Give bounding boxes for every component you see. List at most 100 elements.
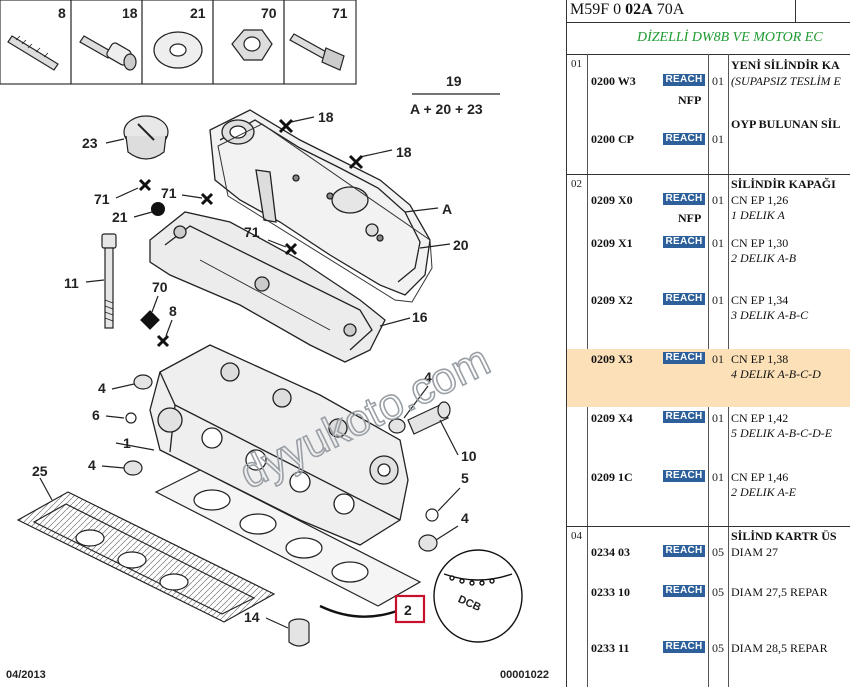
header-separator xyxy=(795,0,796,22)
label-71-b: 71 xyxy=(161,185,177,201)
label-2: 2 xyxy=(404,602,412,618)
group-description: SİLİND KARTR ÜS xyxy=(731,529,837,543)
part-reference[interactable]: 0234 03 xyxy=(591,545,630,559)
label-71-top: 71 xyxy=(332,5,348,21)
diagram-doc-number: 00001022 xyxy=(500,669,549,681)
label-1: 1 xyxy=(123,435,131,451)
label-11: 11 xyxy=(64,275,79,291)
label-4-a: 4 xyxy=(98,380,106,396)
part-description: DIAM 28,5 REPAR xyxy=(731,641,828,655)
parts-diagram: 8 18 21 70 71 19 A + 20 + 23 23 18 18 A … xyxy=(0,0,549,681)
quantity: 01 xyxy=(712,470,724,484)
reach-badge: REACH xyxy=(663,411,705,423)
sealing-plugs xyxy=(123,374,451,552)
exploded-view-drawing: 8 18 21 70 71 19 A + 20 + 23 23 18 18 A … xyxy=(0,0,549,681)
reach-badge: REACH xyxy=(663,641,705,653)
part-description: DIAM 27,5 REPAR xyxy=(731,585,828,599)
cover-gasket xyxy=(217,123,433,303)
washer-icon xyxy=(153,31,203,69)
label-19: 19 xyxy=(446,73,462,89)
part-reference[interactable]: 0209 X4 xyxy=(591,411,633,425)
long-bolt xyxy=(101,233,117,329)
label-70-top: 70 xyxy=(261,5,277,21)
catalog-code-bold: 02A xyxy=(625,1,653,18)
part-reference[interactable]: 0200 W3 xyxy=(591,74,636,88)
part-reference[interactable]: 0209 X1 xyxy=(591,236,633,250)
label-4-c: 4 xyxy=(424,369,432,385)
diagram-date: 04/2013 xyxy=(6,669,46,681)
quantity: 01 xyxy=(712,236,724,250)
part-2-highlight-box[interactable] xyxy=(394,594,426,624)
part-description: OYP BULUNAN SİL xyxy=(731,117,841,131)
quantity: 05 xyxy=(712,545,724,559)
cylinder-head-block xyxy=(149,344,409,546)
label-71-a: 71 xyxy=(94,191,110,207)
part-reference-selected[interactable]: 0209 X3 xyxy=(591,352,633,366)
label-8-b: 8 xyxy=(169,303,177,319)
group-number: 01 xyxy=(571,58,582,70)
quantity: 01 xyxy=(712,352,724,366)
label-21-top: 21 xyxy=(190,5,206,21)
quantity: 01 xyxy=(712,132,724,146)
label-6: 6 xyxy=(92,407,100,423)
reach-badge: REACH xyxy=(663,293,705,305)
label-14: 14 xyxy=(244,609,260,625)
reach-badge: REACH xyxy=(663,74,705,86)
reach-badge: REACH xyxy=(663,470,705,482)
label-23: 23 xyxy=(82,135,98,151)
group-number: 04 xyxy=(571,530,582,542)
label-10: 10 xyxy=(461,448,477,464)
group-separator xyxy=(567,174,850,175)
selected-row-highlight xyxy=(567,349,850,407)
part-description: DIAM 27 xyxy=(731,545,778,559)
bolt-sleeve-icon xyxy=(79,35,137,71)
quantity: 01 xyxy=(712,411,724,425)
label-5: 5 xyxy=(461,470,469,486)
label-19-formula: A + 20 + 23 xyxy=(410,101,483,117)
part-description: CN EP 1,46 xyxy=(731,470,789,484)
part-description: CN EP 1,38 xyxy=(731,352,789,366)
head-gasket xyxy=(154,469,422,607)
part-description: YENİ SİLİNDİR KA xyxy=(731,58,840,72)
part-description-detail: 4 DELIK A-B-C-D xyxy=(731,367,821,381)
catalog-code-suffix: 70A xyxy=(652,1,685,18)
part-description-detail: 5 DELIK A-B-C-D-E xyxy=(731,426,833,440)
part-reference[interactable]: 0209 X0 xyxy=(591,193,633,207)
label-18-top: 18 xyxy=(122,5,138,21)
part-description-detail: 2 DELIK A-E xyxy=(731,485,797,499)
quantity: 05 xyxy=(712,641,724,655)
label-71-c: 71 xyxy=(244,224,260,240)
group-separator xyxy=(567,526,850,527)
reach-badge: REACH xyxy=(663,545,705,557)
reach-badge: REACH xyxy=(663,585,705,597)
part-reference[interactable]: 0233 11 xyxy=(591,641,630,655)
part-reference[interactable]: 0209 X2 xyxy=(591,293,633,307)
cylinder-head-cover xyxy=(209,109,431,296)
part-description: CN EP 1,26 xyxy=(731,193,789,207)
group-number: 02 xyxy=(571,178,582,190)
catalog-code: M59F 0 02A 70A xyxy=(570,0,684,20)
label-16: 16 xyxy=(412,309,428,325)
part-description: CN EP 1,34 xyxy=(731,293,789,307)
stud-icon xyxy=(7,35,59,71)
label-21: 21 xyxy=(112,209,128,225)
panel-subtitle: DİZELLİ DW8B VE MOTOR EC xyxy=(567,22,850,55)
gasket-set xyxy=(16,491,276,623)
nut-icon xyxy=(231,29,273,61)
quantity: 01 xyxy=(712,193,724,207)
part-description: CN EP 1,30 xyxy=(731,236,789,250)
top-parts-strip xyxy=(0,0,357,85)
part-reference[interactable]: 0200 CP xyxy=(591,132,634,146)
reach-badge: REACH xyxy=(663,133,705,145)
label-8: 8 xyxy=(58,5,66,21)
bolt-icon xyxy=(289,33,345,71)
part-description-detail: 3 DELIK A-B-C xyxy=(731,308,809,322)
oil-filler-cap xyxy=(123,115,169,160)
quantity: 01 xyxy=(712,74,724,88)
quantity: 05 xyxy=(712,585,724,599)
part-reference[interactable]: 0233 10 xyxy=(591,585,630,599)
rocker-cover-housing xyxy=(149,211,386,363)
part-description: CN EP 1,42 xyxy=(731,411,789,425)
part-reference[interactable]: 0209 1C xyxy=(591,470,633,484)
nfp-flag: NFP xyxy=(678,211,702,225)
